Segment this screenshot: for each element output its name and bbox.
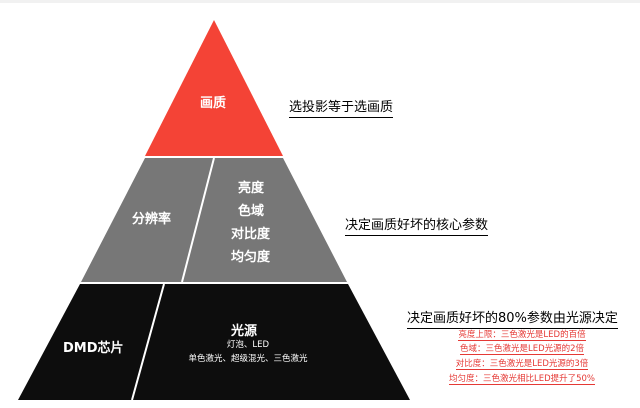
annotation-top: 选投影等于选画质 [289,96,394,118]
dmd-chip-label: DMD芯片 [63,341,124,356]
top-divider-line [0,0,640,3]
uniformity-label: 均匀度 [231,250,271,265]
annotation-bottom: 决定画质好坏的80%参数由光源决定 [407,307,618,329]
pyramid-middle-tier [81,158,347,282]
brightness-label: 亮度 [238,181,265,196]
light-source-line1: 灯泡、LED [226,340,270,350]
light-source-line2: 单色激光、超级混光、三色激光 [188,354,308,364]
pyramid-top-tier [145,20,283,156]
contrast-label: 对比度 [231,227,271,242]
pyramid-bottom-tier [18,284,410,400]
middle-tier-divider [181,157,215,283]
detail-color-gamut: 色域：三色激光是LED光源的2倍 [459,344,585,355]
annotation-middle: 决定画质好坏的核心参数 [345,214,489,236]
detail-contrast: 对比度：三色激光是LED光源的3倍 [455,359,589,370]
light-source-title: 光源 [231,324,258,339]
color-gamut-label: 色域 [238,204,265,219]
detail-brightness: 亮度上限：三色激光是LED的百倍 [458,330,586,341]
detail-uniformity: 均匀度：三色激光相比LED提升了50% [448,374,596,385]
resolution-label: 分辨率 [132,212,172,227]
top-tier-label: 画质 [200,96,227,111]
bottom-tier-divider [131,283,165,401]
